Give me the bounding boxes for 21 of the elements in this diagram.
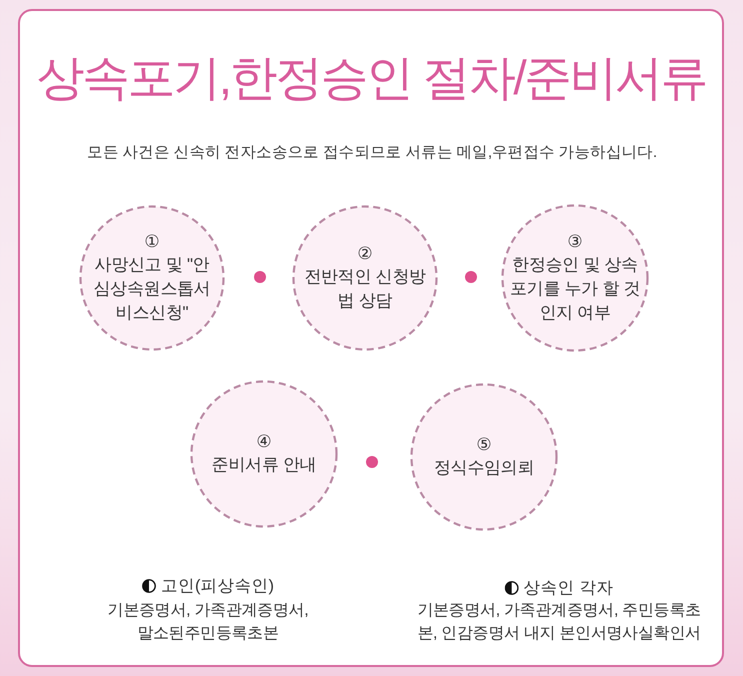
- step-circle: [292, 205, 438, 351]
- section-heading: 고인(피상속인): [161, 576, 274, 597]
- document-list: 기본증명서, 가족관계증명서, 말소된주민등록초본: [107, 599, 309, 645]
- subtitle: 모든 사건은 신속히 전자소송으로 접수되므로 서류는 메일,우편접수 가능하십니다.: [87, 143, 657, 163]
- step-text: 사망신고 및 "안심상속원스톱서비스신청": [93, 254, 211, 324]
- step-text: 준비서류 안내: [211, 454, 317, 476]
- step-number: ③: [567, 231, 583, 253]
- title: 상속포기,한정승인 절차/준비서류: [36, 51, 708, 107]
- step-number: ④: [256, 431, 272, 453]
- step-text: 전반적인 신청방법 상담: [304, 266, 426, 312]
- step-number: ⑤: [476, 434, 492, 456]
- step-circle: [190, 380, 338, 528]
- step-text: 한정승인 및 상속포기를 누가 할 것인지 여부: [509, 254, 641, 324]
- step-circle: [79, 205, 225, 351]
- section-heading: 상속인 각자: [524, 578, 614, 599]
- document-list: 기본증명서, 가족관계증명서, 주민등록초본, 인감증명서 내지 본인서명사실확인서: [416, 599, 702, 645]
- step-text: 정식수임의뢰: [433, 457, 535, 479]
- step-circle: [501, 204, 649, 352]
- step-number: ①: [144, 231, 160, 253]
- step-number: ②: [357, 243, 373, 265]
- step-circle: [410, 383, 558, 531]
